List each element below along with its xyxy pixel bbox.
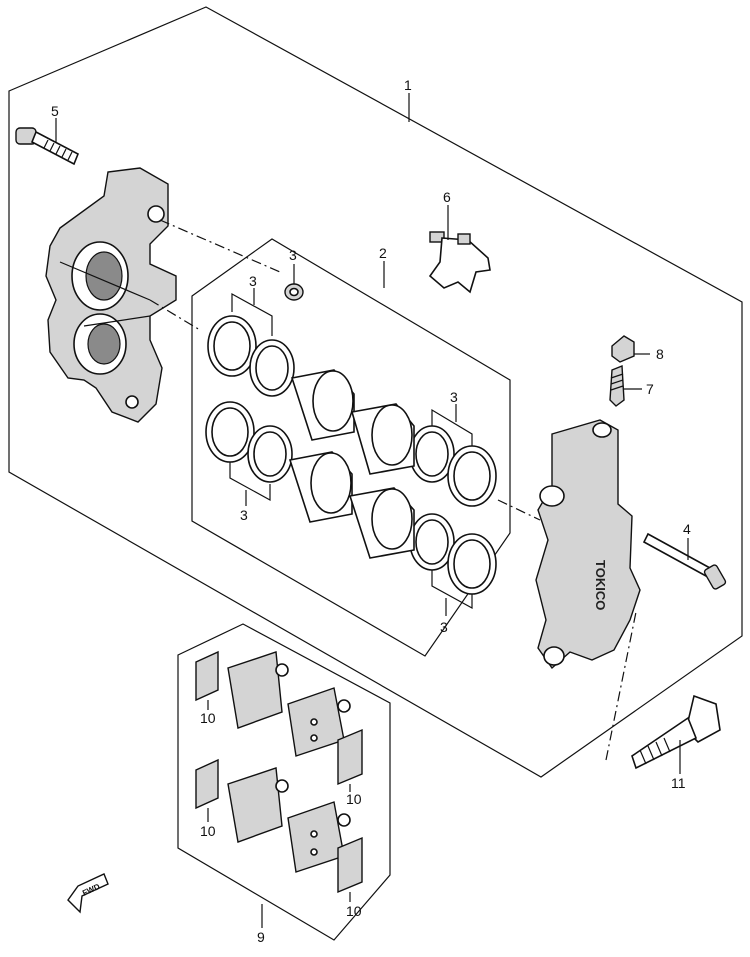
mounting-bolt-11 bbox=[631, 694, 721, 770]
callout-10-b: 10 bbox=[346, 791, 362, 807]
callout-5: 5 bbox=[51, 103, 59, 119]
bleeder-screw bbox=[609, 364, 625, 407]
pistons bbox=[288, 369, 415, 559]
fwd-arrow-icon: FWD bbox=[67, 873, 109, 914]
pad-shims bbox=[195, 650, 363, 894]
caliper-brand-marking: TOKICO bbox=[593, 560, 608, 610]
callout-11: 11 bbox=[671, 775, 686, 791]
bolt-5 bbox=[15, 127, 80, 166]
callout-3-lower-left: 3 bbox=[240, 507, 248, 523]
seal-kit-boundary bbox=[191, 238, 511, 657]
callout-9: 9 bbox=[257, 929, 265, 945]
caliper-half-outer: TOKICO bbox=[535, 419, 641, 670]
callout-1: 1 bbox=[404, 77, 412, 93]
callout-10-c: 10 bbox=[200, 823, 216, 839]
bleeder-cap bbox=[611, 335, 635, 363]
callout-4: 4 bbox=[683, 521, 691, 537]
callout-3-upper-right: 3 bbox=[450, 389, 458, 405]
callout-8: 8 bbox=[656, 346, 664, 362]
brake-pads bbox=[227, 651, 351, 873]
callout-10-a: 10 bbox=[200, 710, 216, 726]
callout-7: 7 bbox=[646, 381, 654, 397]
callout-3-upper-left: 3 bbox=[249, 273, 257, 289]
caliper-half-inner bbox=[45, 167, 177, 423]
callout-2: 2 bbox=[379, 245, 387, 261]
callout-6: 6 bbox=[443, 189, 451, 205]
callout-3-washer: 3 bbox=[289, 247, 297, 263]
caliper-pin-4 bbox=[642, 532, 727, 590]
caliper-assembly-boundary bbox=[8, 6, 743, 778]
pad-spring-clip bbox=[428, 231, 491, 294]
callout-3-lower-right: 3 bbox=[440, 619, 448, 635]
seal-rings bbox=[205, 315, 497, 595]
pad-set-boundary bbox=[177, 623, 391, 941]
callout-10-d: 10 bbox=[346, 903, 362, 919]
